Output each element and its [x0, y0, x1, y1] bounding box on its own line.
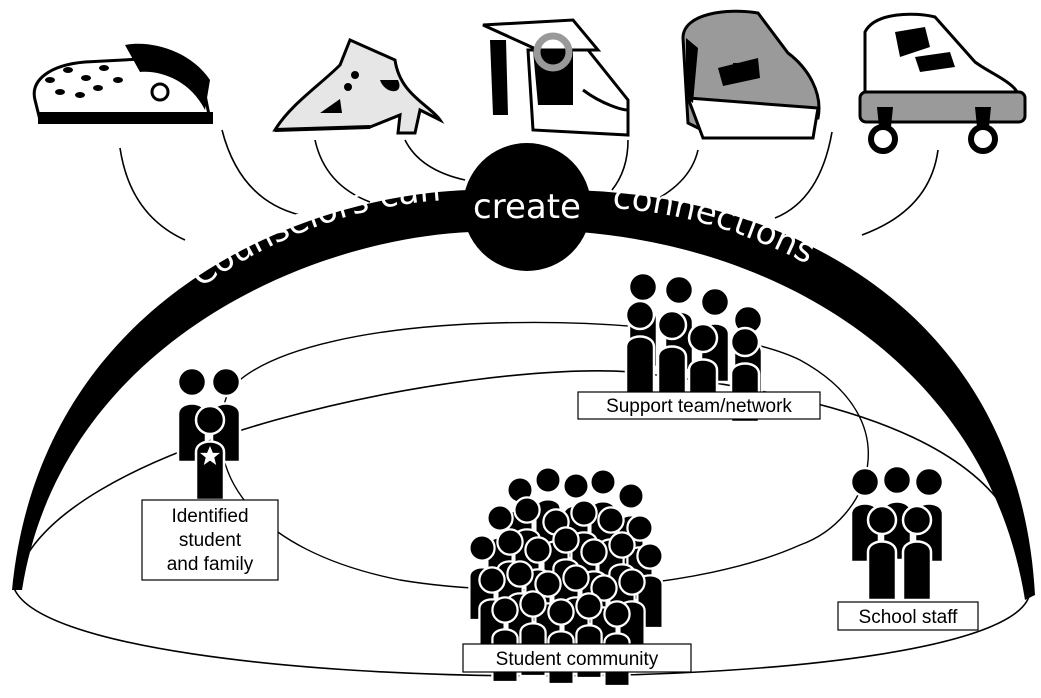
- person-icon: [901, 504, 933, 602]
- people-group: [176, 271, 945, 688]
- svg-text:School staff: School staff: [859, 607, 959, 628]
- dome-arc: [12, 190, 470, 590]
- sneaker-icon: [681, 9, 821, 140]
- create-circle: [463, 143, 591, 271]
- outer-ground-ellipse: [13, 370, 1031, 677]
- inner-connection-ring: [219, 321, 870, 591]
- svg-text:Identified: Identified: [171, 506, 248, 527]
- star-icon: [200, 446, 220, 465]
- person-icon: [624, 299, 656, 397]
- student-community-label: Student community: [462, 643, 692, 673]
- person-icon: [194, 404, 226, 502]
- svg-text:and family: and family: [167, 554, 254, 575]
- school-staff-label: School staff: [837, 601, 979, 631]
- headline-center: create: [473, 187, 581, 227]
- support-team-label: Support team/network: [577, 391, 821, 420]
- roller-skate-icon: [858, 12, 1027, 154]
- platform-sandal-icon: [482, 18, 630, 137]
- shoe-connector-lines: [119, 129, 939, 241]
- person-icon: [866, 504, 898, 602]
- svg-text:Support team/network: Support team/network: [606, 396, 792, 417]
- pump-shoe-icon: [272, 37, 445, 135]
- svg-text:Student community: Student community: [496, 649, 659, 670]
- svg-text:student: student: [179, 530, 242, 551]
- dome-arc-right: [570, 190, 1035, 600]
- person-icon: [656, 309, 688, 407]
- clog-shoe-icon: [32, 43, 213, 124]
- identified-student-label: Identified student and family: [141, 499, 279, 581]
